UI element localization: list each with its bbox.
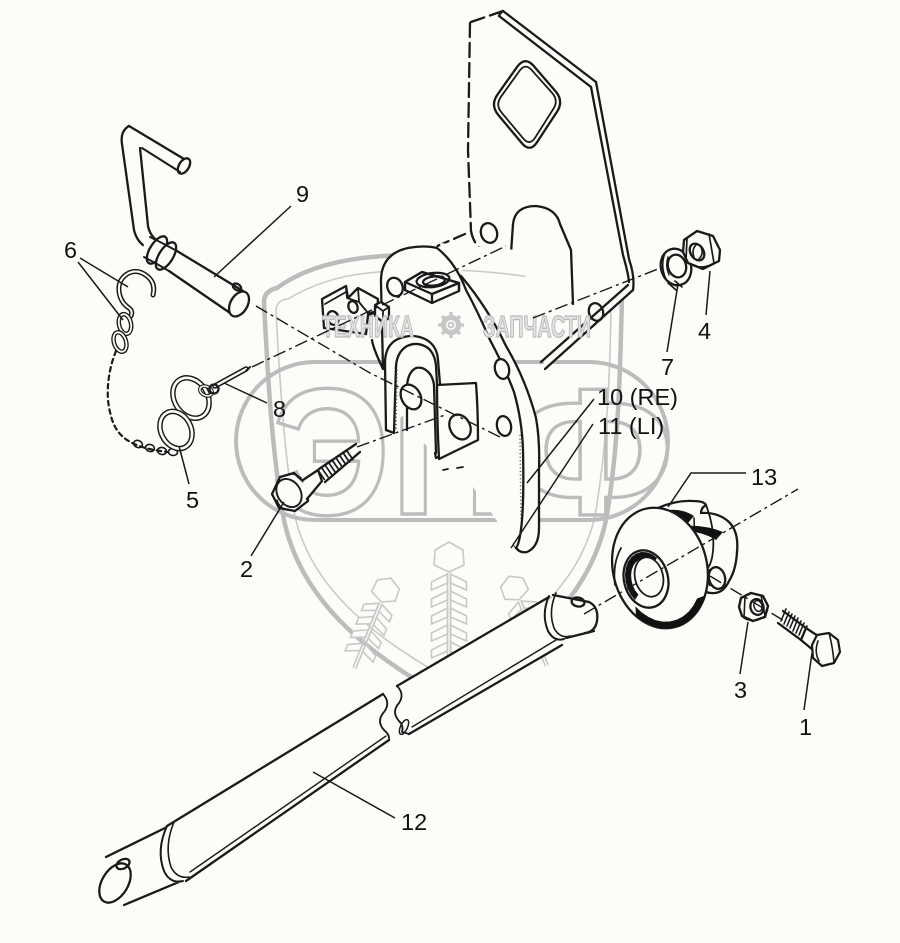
svg-text:7: 7 [661, 354, 674, 380]
svg-text:8: 8 [273, 396, 286, 422]
svg-text:10 (RE): 10 (RE) [597, 384, 678, 410]
svg-text:2: 2 [240, 556, 253, 582]
svg-text:3: 3 [734, 677, 747, 703]
svg-text:ЗАПЧАСТИ: ЗАПЧАСТИ [483, 309, 591, 344]
svg-text:1: 1 [799, 714, 812, 740]
svg-text:5: 5 [186, 487, 199, 513]
svg-text:11 (LI): 11 (LI) [598, 413, 664, 439]
svg-text:6: 6 [64, 237, 77, 263]
svg-text:Э: Э [272, 352, 390, 553]
svg-text:12: 12 [401, 809, 427, 835]
svg-text:13: 13 [751, 464, 777, 490]
svg-text:ТЕХНИКА: ТЕХНИКА [322, 309, 414, 344]
svg-text:9: 9 [296, 181, 309, 207]
svg-text:4: 4 [698, 318, 711, 344]
